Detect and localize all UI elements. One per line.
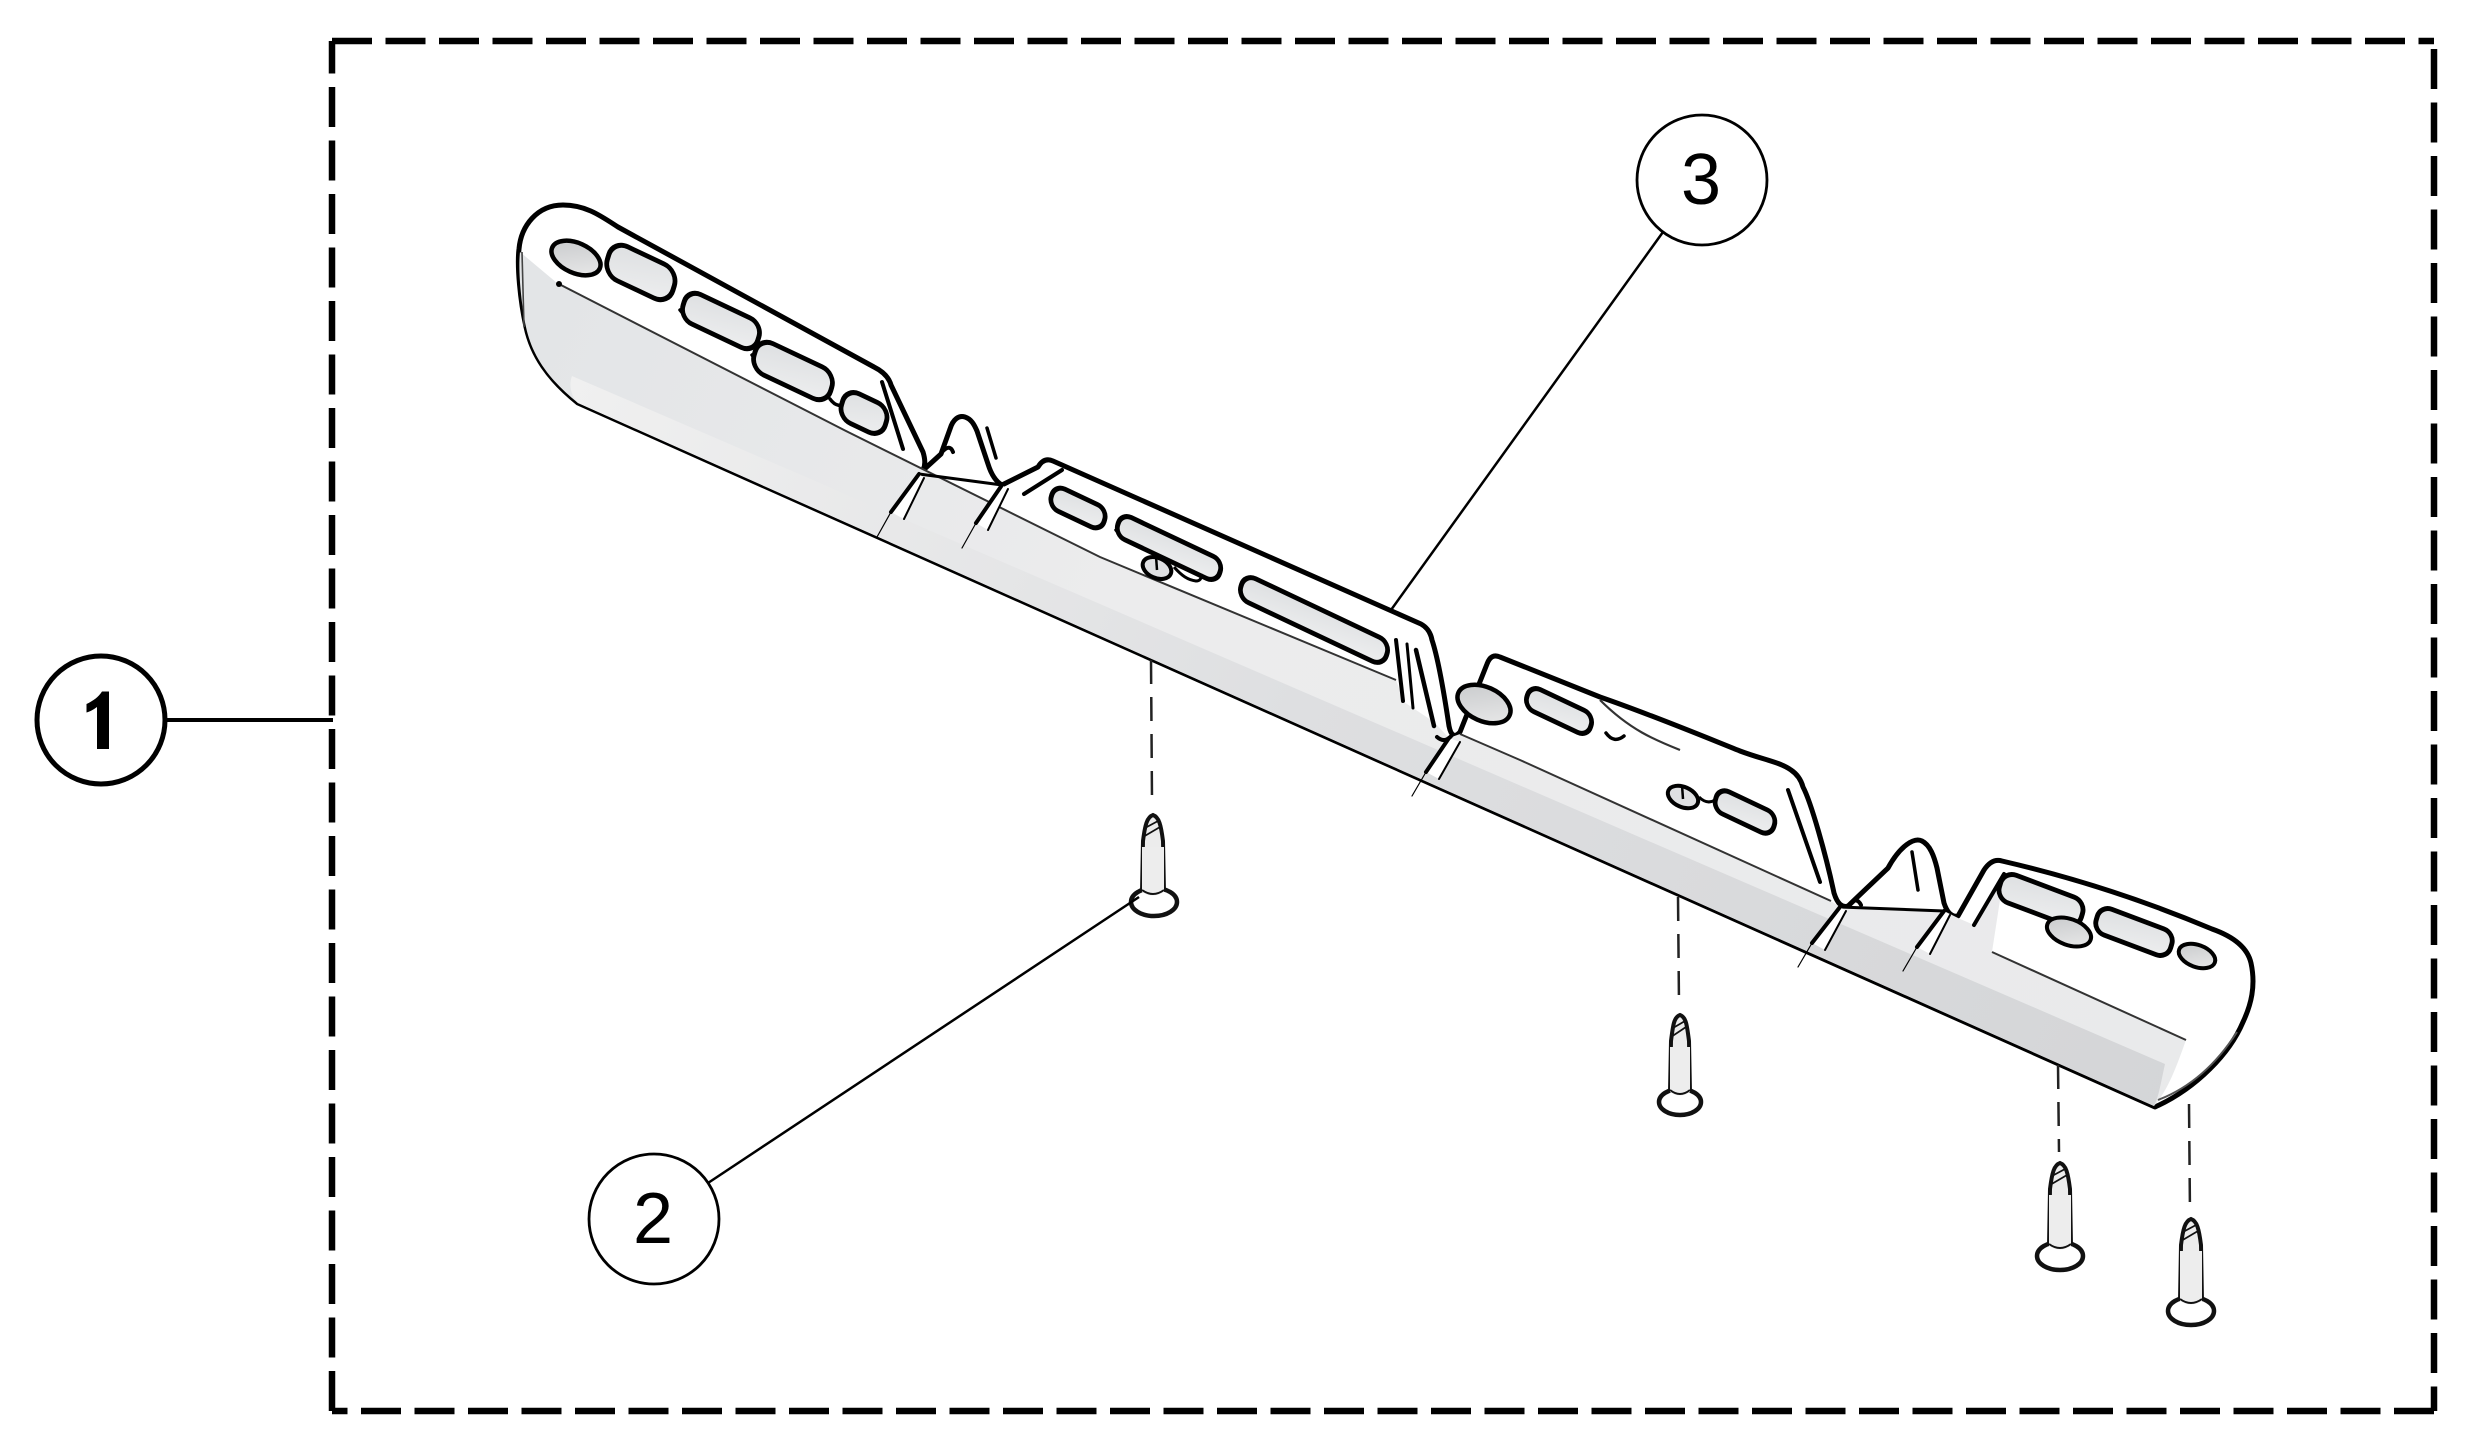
svg-text:2: 2 <box>633 1179 673 1259</box>
svg-text:3: 3 <box>1681 140 1721 220</box>
